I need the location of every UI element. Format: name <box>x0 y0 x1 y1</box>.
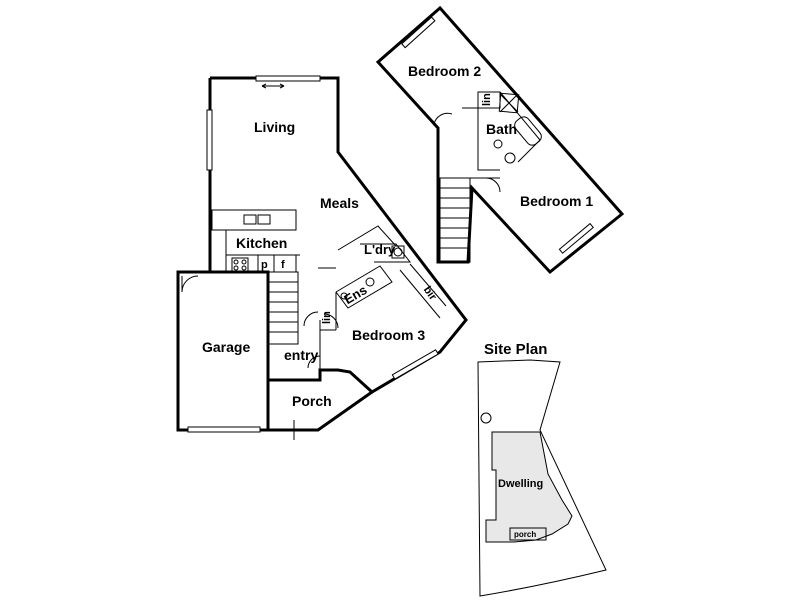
label-entry: entry <box>284 347 318 363</box>
upper-floor-outer-wall <box>375 5 625 275</box>
living-side-window <box>206 109 213 171</box>
label-bedroom2: Bedroom 2 <box>408 63 481 79</box>
label-pantry: p <box>261 259 268 271</box>
porch <box>266 380 373 440</box>
site-dwelling-footprint <box>485 431 573 543</box>
site-porch-label: porch <box>514 530 536 539</box>
ground-stairs <box>267 271 299 345</box>
label-garage: Garage <box>202 339 250 355</box>
label-kitchen: Kitchen <box>236 235 287 251</box>
site-tree-icon <box>480 412 492 424</box>
label-bedroom1: Bedroom 1 <box>520 193 593 209</box>
upper-stairs <box>439 177 471 263</box>
living-window <box>255 75 321 82</box>
label-linen: lin <box>321 311 333 324</box>
sink-right <box>257 214 271 225</box>
label-bir: bir <box>421 284 439 303</box>
label-laundry: L'dry <box>364 242 396 257</box>
bedroom3-window <box>391 349 439 380</box>
bedroom1-window <box>558 222 594 254</box>
sink-left <box>243 214 257 225</box>
label-living: Living <box>254 119 295 135</box>
site-porch <box>509 527 547 541</box>
upper-floor <box>375 5 625 275</box>
label-bedroom3: Bedroom 3 <box>352 327 425 343</box>
label-bath: Bath <box>486 121 517 137</box>
label-meals: Meals <box>320 195 359 211</box>
site-dwelling-label: Dwelling <box>498 478 543 490</box>
site-plan-title: Site Plan <box>484 341 547 358</box>
label-upper-linen: lin <box>481 93 493 106</box>
site-lot-outline <box>477 359 607 597</box>
site-plan: Site Plan Dwelling porch <box>477 341 607 597</box>
garage-door <box>187 426 261 433</box>
label-fridge: f <box>281 259 285 271</box>
bedroom2-window <box>401 16 436 49</box>
label-porch: Porch <box>292 393 332 409</box>
kitchen-bench <box>211 209 297 231</box>
